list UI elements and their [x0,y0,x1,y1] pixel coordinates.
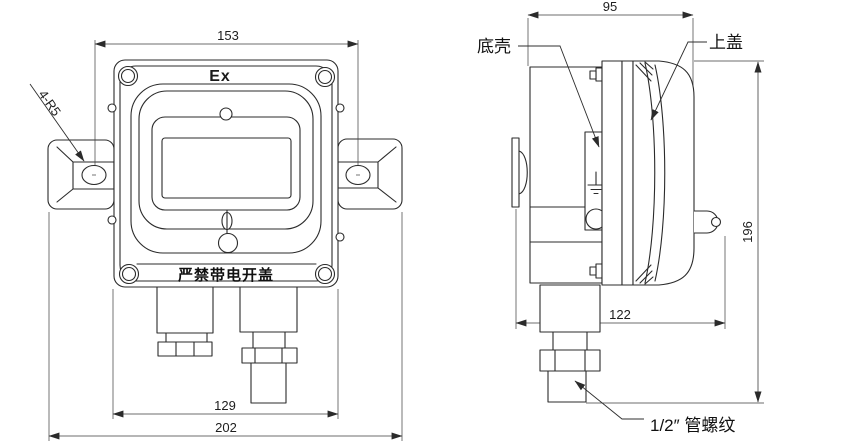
front-extension-lines [48,40,403,441]
top-cover-leader [650,41,707,121]
warning-label: 严禁带电开盖 [177,266,274,284]
right-edge-pin [335,103,345,113]
right-edge-pin [335,232,345,242]
side-cable-entry [539,284,601,403]
dim-129-value: 129 [214,398,236,413]
cover-bottom-screw [217,232,239,254]
front-view: Ex 严禁带电开盖 [29,28,403,441]
left-edge-pin [107,215,117,225]
dim-196-value: 196 [740,221,755,243]
bottom-shell-label: 底壳 [477,37,511,56]
top-cover [632,60,695,286]
display-window [161,137,292,199]
side-screw-bottom [595,263,603,279]
dim-202-value: 202 [215,420,237,435]
pipe-thread-label: 1/2″ 管螺纹 [650,416,735,435]
slot-callout-leader [29,83,85,162]
bottom-shell [529,66,607,284]
bottom-shell-leader [518,45,600,148]
side-extension-lines [515,18,764,404]
ex-marking: Ex [209,68,231,85]
raised-panel-outer [130,83,322,254]
hinge-tab-hole [710,216,722,228]
cable-gland-left [156,286,214,357]
left-edge-pin [107,103,117,113]
dim-95-value: 95 [603,0,617,14]
cable-gland-right [239,286,298,404]
bracket-boss [518,150,528,195]
cover-top-hole [219,107,233,121]
side-screw-top [595,67,603,82]
dim-122-value: 122 [609,307,631,322]
cover-flange [621,60,634,286]
cover-outline [119,65,333,282]
side-screw-top-tip [589,70,597,80]
dim-153-value: 153 [217,28,239,43]
side-screw-bottom-tip [589,266,597,276]
side-view: 122 [477,0,764,435]
bracket-edge [511,137,520,208]
slot-callout-value: 4-R5 [36,87,64,119]
corner-screws [117,65,336,285]
ground-symbol [587,171,605,195]
top-cover-label: 上盖 [709,33,743,52]
pipe-thread-leader [574,380,644,420]
pipe-thread-stub [547,370,587,403]
shell-flange [601,60,623,286]
